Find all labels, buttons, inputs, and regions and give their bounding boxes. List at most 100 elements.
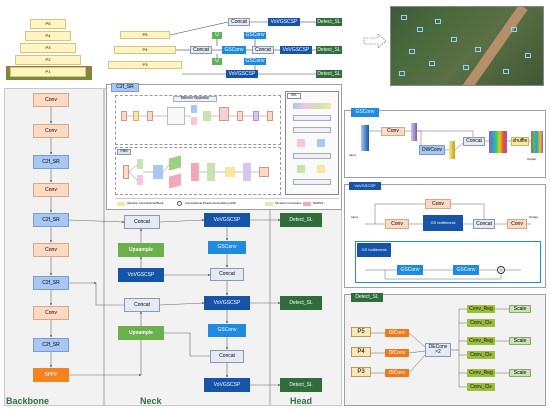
panel-block xyxy=(153,165,163,179)
head-gsconv: GSConv xyxy=(208,241,246,254)
neck-title: Neck xyxy=(140,396,162,406)
top-flow: P5 P4 P3 Concat VoVGSCSP Detect_SL U GSC… xyxy=(100,4,360,84)
feature-tensor xyxy=(411,123,417,141)
srl-block xyxy=(317,139,325,147)
panel-block xyxy=(191,117,197,125)
legend-swatch xyxy=(303,202,311,206)
panel-block xyxy=(203,111,211,121)
gsconv-block: GSConv xyxy=(244,32,266,39)
detect-block: Detect_SL xyxy=(316,46,342,54)
input-tensor xyxy=(361,125,369,151)
concat-block: Concat xyxy=(228,18,250,26)
backbone-sppf: SPPF xyxy=(33,368,69,382)
srl-block xyxy=(297,165,305,173)
head-title: Head xyxy=(290,396,313,406)
gsconv-conv: Conv xyxy=(381,127,405,136)
pmn-label: PMN xyxy=(117,149,131,155)
top-flow-arrows xyxy=(169,21,316,75)
concat-block: Concat xyxy=(190,46,212,54)
srl-block xyxy=(293,179,331,185)
panel-block xyxy=(191,105,197,113)
pyramid-level: P2 xyxy=(15,55,81,65)
scale-block: Scale xyxy=(509,337,531,345)
backbone-conv: Conv xyxy=(33,124,69,138)
detect-panel: Detect_SL P5 P4 P3 DfConv DfConv DfConv … xyxy=(344,293,546,406)
detect-input-p3: P3 xyxy=(351,367,371,377)
vov-gsconv-a: GSConv xyxy=(397,265,423,275)
head-concat: Concat xyxy=(210,350,244,363)
gsconv-block: GSConv xyxy=(222,46,246,54)
panel-block xyxy=(207,163,215,181)
head-vovgscsp: VoVGSCSP xyxy=(204,378,250,392)
pmn-region xyxy=(115,147,281,195)
srl-label: SRL xyxy=(287,93,301,99)
srl-block xyxy=(293,115,331,121)
panel-block xyxy=(219,107,229,121)
panel-block xyxy=(137,175,143,185)
vovgscsp-panel: VoVGSCSP Input Conv Conv GS bottleneck C… xyxy=(344,182,546,288)
neck-concat: Concat xyxy=(124,298,160,312)
panel-block xyxy=(237,111,243,121)
legend: Attention Convolutional Block Convolutio… xyxy=(115,198,339,208)
dfconv-block: DfConv xyxy=(385,369,409,377)
pyramid-level: P1 xyxy=(10,67,86,77)
output-tensor xyxy=(531,131,543,153)
backbone-title: Backbone xyxy=(6,396,50,406)
vov-gs-bottleneck-2: GS bottleneck xyxy=(357,243,391,257)
vov-conv-top: Conv xyxy=(425,199,451,209)
panel-block xyxy=(191,163,199,181)
neck-upsample: Upsample xyxy=(118,326,164,340)
gsconv-output-label: Output xyxy=(527,157,537,161)
head-detect: Detect_SL xyxy=(280,213,322,227)
u-block: U xyxy=(212,32,222,39)
backbone-conv: Conv xyxy=(33,306,69,320)
panel-block xyxy=(121,111,127,121)
panel-block xyxy=(133,111,139,121)
conv-cls-block: Conv_Cls xyxy=(467,383,495,391)
head-detect: Detect_SL xyxy=(280,296,322,310)
gsconv-shuffle: shuffle xyxy=(511,137,529,146)
dfconv-block: DfConv xyxy=(385,329,409,337)
gsconv-title: GSConv xyxy=(351,108,379,117)
head-vovgscsp: VoVGSCSP xyxy=(204,296,250,310)
head-vovgscsp: VoVGSCSP xyxy=(204,213,250,227)
backbone-c2f-sr: C2f_SR xyxy=(33,155,69,169)
vovgscsp-title: VoVGSCSP xyxy=(349,182,381,190)
gsconv-concat: Concat xyxy=(463,137,485,146)
u-block: U xyxy=(212,58,222,65)
srl-block xyxy=(297,139,305,147)
dfconv-block: DfConv xyxy=(385,349,409,357)
pyramid-level: P3 xyxy=(20,43,76,53)
panel-block xyxy=(137,159,143,169)
pyramid-level: P5 xyxy=(30,19,66,29)
neck-concat: Concat xyxy=(124,215,160,229)
neck-vovgscsp: VoVGSCSP xyxy=(118,268,164,282)
panel-block xyxy=(167,107,185,125)
conv-reg-block: Conv_Reg xyxy=(467,369,495,377)
detect-block: Detect_SL xyxy=(316,70,342,78)
scale-block: Scale xyxy=(509,305,531,313)
legend-text: Simplest Convolution xyxy=(275,201,302,205)
conv-reg-block: Conv_Reg xyxy=(467,337,495,345)
upper-region xyxy=(115,95,281,145)
vov-input-label: Input xyxy=(351,215,358,219)
backbone-c2f-sr: C2f_SR xyxy=(33,213,69,227)
panel-block xyxy=(259,167,269,177)
legend-text: Attention Convolutional Block xyxy=(127,201,164,205)
conv-cls-block: Conv_Cls xyxy=(467,319,495,327)
vov-concat: Concat xyxy=(473,219,495,229)
panel-block xyxy=(243,163,251,181)
panel-block xyxy=(147,111,153,121)
c2f-sr-panel: C2f_SR Biformer Separation PMN SRL Atten… xyxy=(106,83,342,210)
vov-gs-bottleneck: GS bottleneck xyxy=(423,215,463,231)
vov-gsconv-b: GSConv xyxy=(453,265,479,275)
concat-tensor xyxy=(489,131,507,153)
vov-conv-left: Conv xyxy=(385,219,409,229)
gsconv-input-label: Input xyxy=(349,153,356,157)
pyramid-level: P5 xyxy=(120,31,170,39)
detect-input-p4: P4 xyxy=(351,347,371,357)
pyramid-level: P3 xyxy=(108,61,182,69)
concat-block: Concat xyxy=(252,46,274,54)
neck-upsample: Upsample xyxy=(118,243,164,257)
panel-block xyxy=(225,167,235,177)
